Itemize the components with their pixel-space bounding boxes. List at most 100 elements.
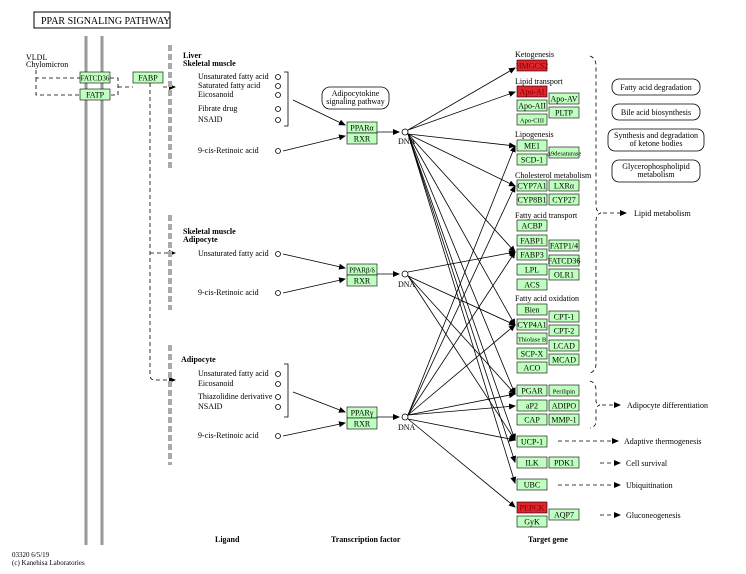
retinoic-label: 9-cis-Retinoic acid xyxy=(198,288,259,297)
gene-cyp27[interactable]: CYP27 xyxy=(548,193,580,206)
outcome-adaptive-thermogenesis: Adaptive thermogenesis xyxy=(624,437,702,446)
regulation-arrow xyxy=(407,275,516,441)
gene-cyp7a1[interactable]: CYP7A1 xyxy=(516,179,548,192)
ligand-list-1: Unsaturated fatty acid Saturated fatty a… xyxy=(198,71,289,127)
gene-mmp-1[interactable]: MMP-1 xyxy=(548,413,580,426)
outcome-adipocyte-differentiation: Adipocyte differentiation xyxy=(627,401,708,410)
gene-cap[interactable]: CAP xyxy=(516,413,548,426)
gene--9desaturase[interactable]: Δ9desaturase xyxy=(547,146,582,159)
svg-text:CPT-1: CPT-1 xyxy=(554,313,575,322)
gene-ubc[interactable]: UBC xyxy=(516,478,548,491)
gene-me1[interactable]: ME1 xyxy=(516,139,548,152)
svg-text:CAP: CAP xyxy=(524,416,540,425)
gene-fabp1[interactable]: FABP1 xyxy=(516,234,548,247)
uptake-dash xyxy=(35,70,80,96)
regulation-arrow xyxy=(407,145,516,416)
ligand-node xyxy=(275,251,281,257)
column-label-target: Target gene xyxy=(528,535,568,544)
regulation-arrow xyxy=(407,418,516,442)
svg-text:Apo-AV: Apo-AV xyxy=(551,95,578,104)
pathway-link-bile-acid[interactable]: Bile acid biosynthesis xyxy=(611,103,701,121)
gene-apo-ai[interactable]: Apo-AI xyxy=(516,85,548,98)
regulation-arrow xyxy=(407,324,516,416)
svg-text:Bile acid biosynthesis: Bile acid biosynthesis xyxy=(621,108,691,117)
ligand-label: Thiazolidine derivative xyxy=(198,392,273,401)
gene-ppar-gamma[interactable]: PPARγ xyxy=(346,406,378,419)
gene-fatcd36[interactable]: FATCD36 xyxy=(548,254,581,267)
dna-label: DNA xyxy=(398,280,416,289)
svg-text:Thiolase B: Thiolase B xyxy=(518,337,547,344)
svg-text:OLR1: OLR1 xyxy=(554,271,574,280)
gene-aco[interactable]: ACO xyxy=(516,361,548,374)
vldl-label: VLDL xyxy=(26,53,47,62)
gene-fatp[interactable]: FATP xyxy=(79,88,111,101)
gene-bien[interactable]: Bien xyxy=(516,303,548,316)
svg-text:RXR: RXR xyxy=(354,420,371,429)
dna-node xyxy=(401,128,409,136)
svg-text:Adipocytokine: Adipocytokine xyxy=(332,89,380,98)
pathway-link-glycerophospholipid[interactable]: Glycerophospholipid metabolism xyxy=(611,159,701,183)
gene-rxr[interactable]: RXR xyxy=(346,132,378,145)
gene-lcad[interactable]: LCAD xyxy=(548,339,580,352)
gene-thiolase-b[interactable]: Thiolase B xyxy=(516,332,548,345)
gene-mcad[interactable]: MCAD xyxy=(548,353,580,366)
svg-text:FABP1: FABP1 xyxy=(520,237,543,246)
gene-olr1[interactable]: OLR1 xyxy=(548,268,580,281)
gene-lxr-[interactable]: LXRα xyxy=(548,179,580,192)
gene-pgar[interactable]: PGAR xyxy=(516,384,548,397)
gene-fatp1-4[interactable]: FATP1/4 xyxy=(548,239,580,252)
svg-text:UBC: UBC xyxy=(524,481,540,490)
gene-acs[interactable]: ACS xyxy=(516,278,548,291)
gene-rxr[interactable]: RXR xyxy=(346,417,378,430)
pathway-link-fatty-acid-degradation[interactable]: Fatty acid degradation xyxy=(611,78,701,96)
svg-text:Apo-CIII: Apo-CIII xyxy=(520,118,544,125)
gene-lpl[interactable]: LPL xyxy=(516,263,548,276)
gene-fatcd36[interactable]: FATCD36 xyxy=(79,71,111,84)
group-label-fa-transport: Fatty acid transport xyxy=(515,211,578,220)
gene-cyp4a1[interactable]: CYP4A1 xyxy=(516,318,548,331)
gene-hmgcs2[interactable]: HMGCS2 xyxy=(516,59,548,72)
gene-ap2[interactable]: aP2 xyxy=(516,399,548,412)
gene-adipo[interactable]: ADIPO xyxy=(548,399,580,412)
ligand-node xyxy=(275,433,281,439)
ligand-label: Unsaturated fatty acid xyxy=(198,249,269,258)
gene-rxr[interactable]: RXR xyxy=(346,274,378,287)
gene-acbp[interactable]: ACBP xyxy=(516,219,548,232)
gene-gyk[interactable]: GyK xyxy=(516,515,548,528)
gene-pdk1[interactable]: PDK1 xyxy=(548,456,580,469)
gene-ucp-1[interactable]: UCP-1 xyxy=(516,435,548,448)
gene-pltp[interactable]: PLTP xyxy=(548,106,580,119)
dna-node xyxy=(401,413,409,421)
pathway-link-adipocytokine[interactable]: Adipocytokine signaling pathway xyxy=(321,86,390,110)
gene-scp-x[interactable]: SCP-X xyxy=(516,347,548,360)
gene-cpt-2[interactable]: CPT-2 xyxy=(548,324,580,337)
gene-cyp8b1[interactable]: CYP8B1 xyxy=(516,193,548,206)
gene-scd-1[interactable]: SCD-1 xyxy=(516,153,548,166)
title-box: PPAR SIGNALING PATHWAY xyxy=(33,11,171,29)
group-label-lipid-transport: Lipid transport xyxy=(515,77,564,86)
gene-ilk[interactable]: ILK xyxy=(516,456,548,469)
gene-fabp3[interactable]: FABP3 xyxy=(516,248,548,261)
gene-apo-ciii[interactable]: Apo-CIII xyxy=(516,113,548,126)
gene-pepck[interactable]: PEPCK xyxy=(516,501,548,514)
gene-fabp[interactable]: FABP xyxy=(132,71,164,84)
pathway-link-ketone-bodies[interactable]: Synthesis and degradation of ketone bodi… xyxy=(607,128,705,152)
gene-apo-aii[interactable]: Apo-AII xyxy=(516,99,548,112)
ligand-label: NSAID xyxy=(198,115,223,124)
gene-ppar-alpha[interactable]: PPARα xyxy=(346,121,378,134)
svg-text:CPT-2: CPT-2 xyxy=(554,327,575,336)
svg-text:LPL: LPL xyxy=(525,266,539,275)
outcome-cell-survival: Cell survival xyxy=(626,459,668,468)
outcome-lipid-metabolism: Lipid metabolism xyxy=(634,209,691,218)
gene-aqp7[interactable]: AQP7 xyxy=(548,508,580,521)
column-label-ligand: Ligand xyxy=(215,535,240,544)
gene-perilipin[interactable]: Perilipin xyxy=(548,384,580,397)
svg-text:HMGCS2: HMGCS2 xyxy=(516,62,548,71)
gene-ppar-beta-delta[interactable]: PPARβ/δ xyxy=(346,263,378,276)
gene-cpt-1[interactable]: CPT-1 xyxy=(548,310,580,323)
regulation-arrow xyxy=(407,91,516,131)
group-label-lipogenesis: Lipogenesis xyxy=(515,130,554,139)
gene-apo-av[interactable]: Apo-AV xyxy=(548,92,580,105)
